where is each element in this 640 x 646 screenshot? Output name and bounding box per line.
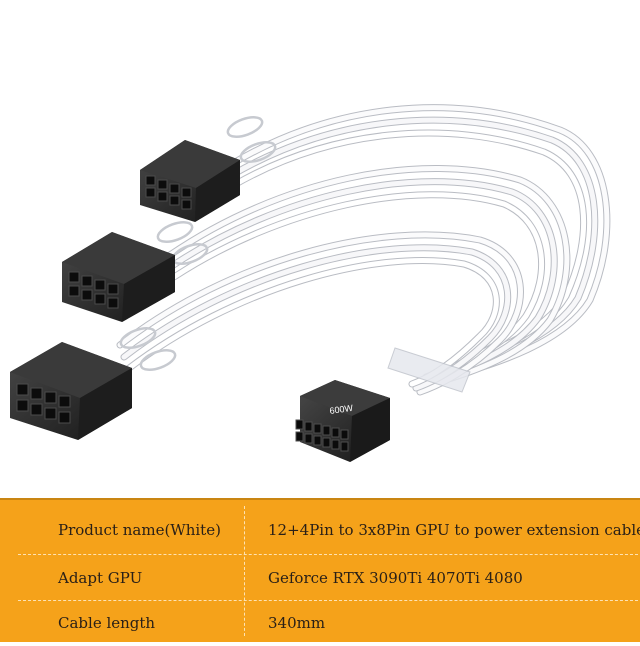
twelve-plus-four-pin-connector: 600W [295, 380, 390, 462]
cable-bundle-1 [226, 104, 611, 384]
eight-pin-connector-1 [140, 140, 240, 222]
spec-label: Cable length [58, 613, 156, 632]
cable-illustration: 600W [10, 104, 611, 462]
spec-row-cable-length: Cable length 340mm [0, 599, 640, 646]
latch-loops [119, 116, 277, 371]
spec-value: Geforce RTX 3090Ti 4070Ti 4080 [268, 568, 523, 587]
eight-pin-connector-2 [62, 232, 175, 322]
row-divider [18, 600, 638, 601]
eight-pin-connector-3 [10, 342, 132, 440]
spec-row-product-name: Product name(White) 12+4Pin to 3x8Pin GP… [0, 506, 640, 553]
cable-bundle-3 [116, 231, 524, 396]
spec-value: 12+4Pin to 3x8Pin GPU to power extension… [268, 520, 640, 539]
spec-row-adapt-gpu: Adapt GPU Geforce RTX 3090Ti 4070Ti 4080 [0, 554, 640, 601]
column-divider [244, 506, 245, 636]
product-photo: 600W [10, 104, 611, 462]
row-divider [18, 554, 638, 555]
spec-label: Adapt GPU [58, 568, 143, 587]
wire-comb [387, 347, 471, 393]
connector-marking: 600W [329, 403, 354, 416]
spec-value: 340mm [268, 613, 326, 632]
spec-table: Product name(White) 12+4Pin to 3x8Pin GP… [0, 498, 640, 642]
spec-label: Product name(White) [58, 520, 221, 539]
